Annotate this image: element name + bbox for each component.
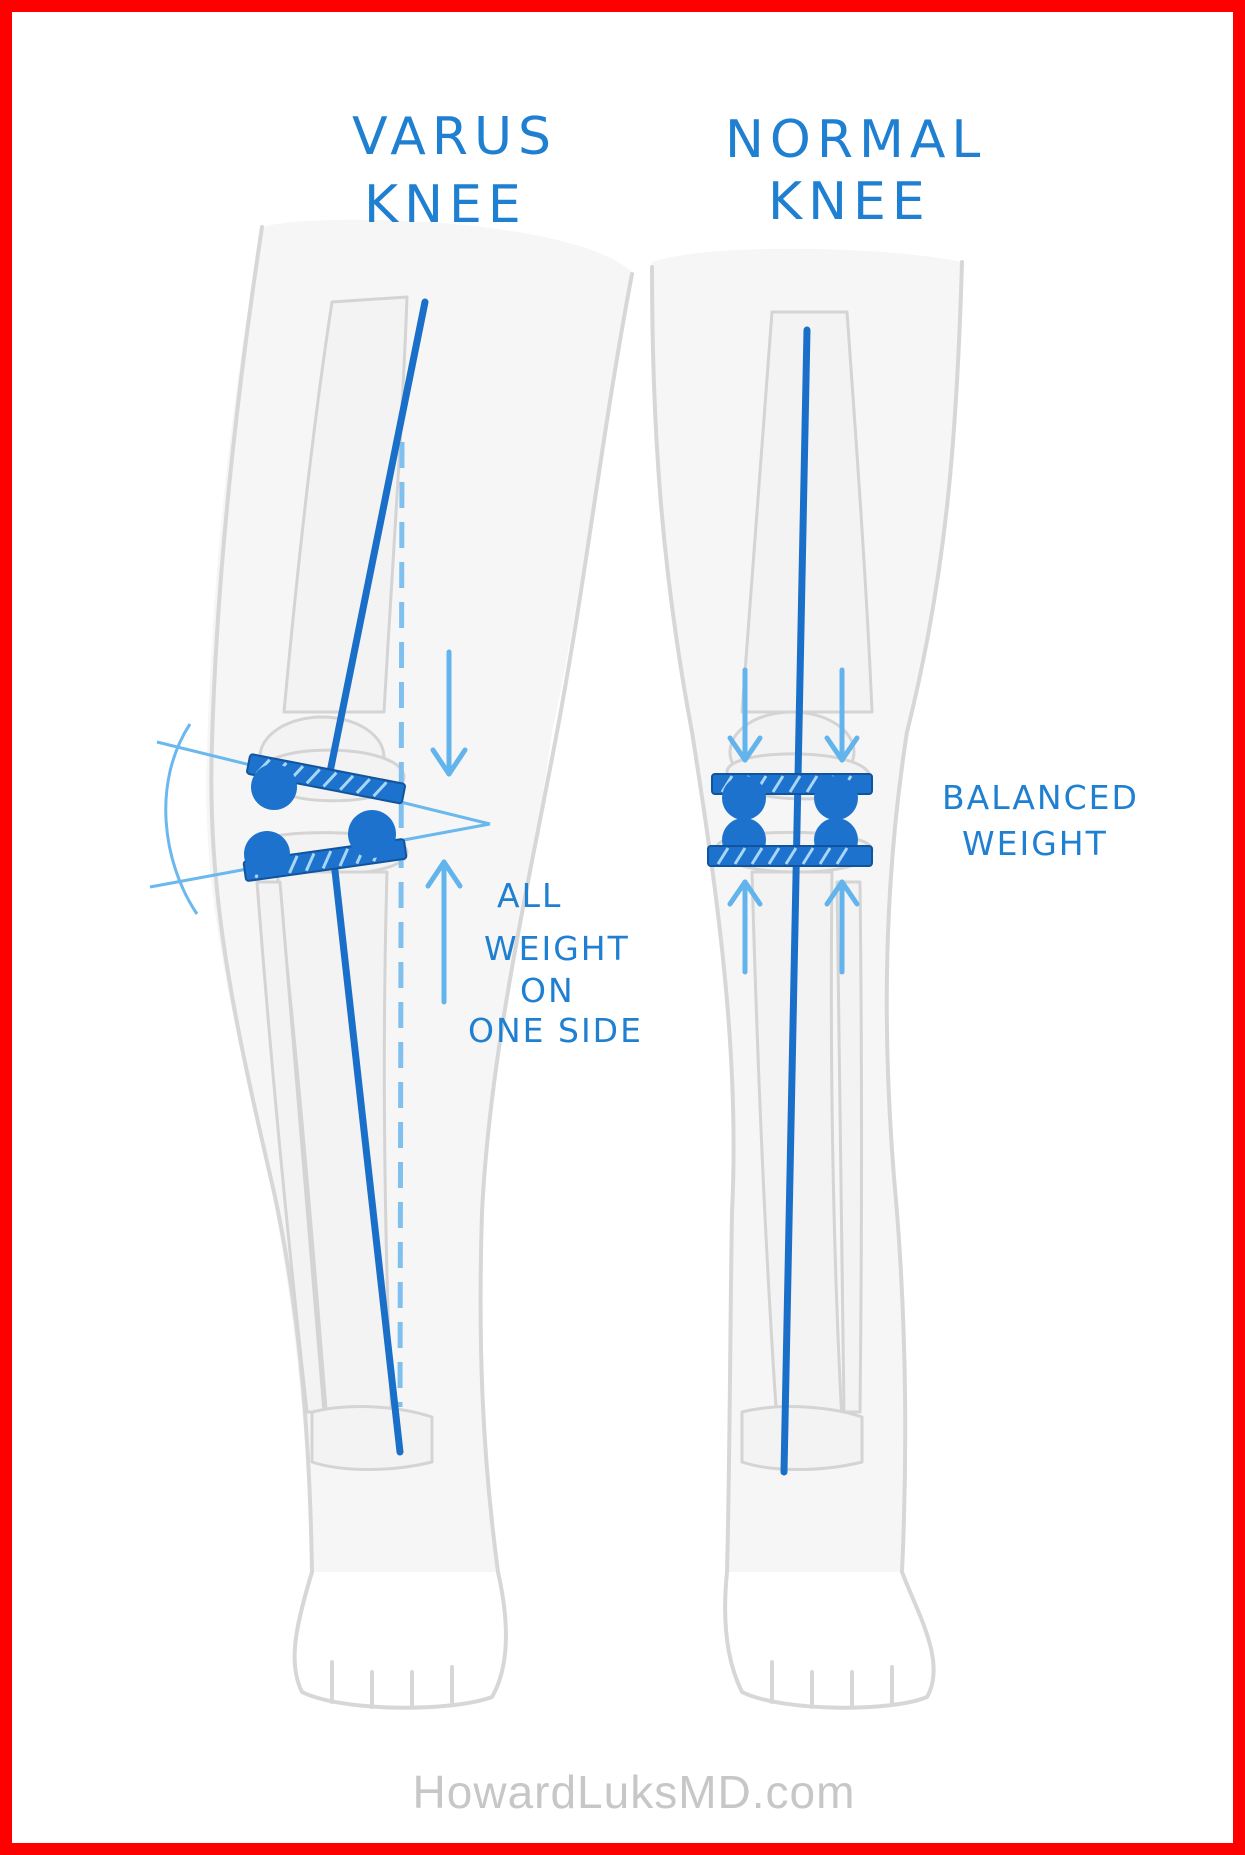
all-weight-line3: ON: [520, 971, 575, 1010]
balanced-weight-line2: WEIGHT: [962, 824, 1108, 863]
varus-down-arrow-head: [430, 747, 468, 777]
varus-upper-plate: [246, 753, 406, 805]
normal-upper-medial-condyle: [722, 776, 766, 820]
normal-down-arrow-left-head: [727, 735, 763, 763]
normal-down-arrow-right: [824, 667, 860, 763]
normal-leg-inner-outline: [884, 260, 964, 1574]
normal-down-arrow-right-head: [824, 735, 860, 763]
normal-toes: [770, 1660, 894, 1709]
normal-up-arrow-left-head: [727, 879, 763, 907]
normal-upper-lateral-condyle: [814, 776, 858, 820]
varus-ankle: [310, 1405, 434, 1471]
varus-upper-medial-condyle: [251, 764, 297, 810]
normal-lower-plate-hatch: [716, 847, 849, 865]
varus-angle-arc: [164, 723, 199, 915]
varus-title-line1: VARUS: [352, 107, 557, 167]
normal-mechanical-axis: [780, 326, 811, 1476]
varus-up-arrow: [425, 859, 463, 1005]
normal-down-arrow-left: [727, 667, 763, 763]
varus-title-line2: KNEE: [364, 175, 527, 235]
varus-toes: [330, 1660, 454, 1709]
normal-leg: [650, 248, 964, 1710]
balanced-weight-line1: BALANCED: [942, 778, 1139, 817]
normal-lower-plate: [707, 845, 873, 867]
all-weight-line4: ONE SIDE: [468, 1011, 643, 1050]
varus-foot-outline: [292, 1570, 508, 1710]
normal-foot-outline: [723, 1570, 936, 1710]
normal-up-arrow-right-head: [824, 879, 860, 907]
normal-up-arrow-right: [824, 879, 860, 975]
varus-neutral-axis-dashed: [397, 441, 405, 1408]
knee-alignment-diagram: VARUS KNEE NORMAL KNEE ALL WEIGHT ON ONE…: [149, 107, 1139, 1818]
normal-title-line1: NORMAL: [725, 110, 986, 170]
normal-leg-outer-outline: [650, 265, 736, 1574]
normal-ankle: [740, 1405, 864, 1471]
varus-down-arrow: [430, 649, 468, 777]
normal-title-line2: KNEE: [768, 172, 931, 232]
varus-up-arrow-head: [425, 859, 463, 889]
footer-site: HowardLuksMD.com: [413, 1766, 856, 1818]
all-weight-line2: WEIGHT: [484, 929, 630, 968]
varus-lower-lateral-condyle: [348, 810, 396, 858]
varus-lower-medial-condyle: [244, 831, 290, 877]
normal-fibula: [835, 880, 863, 1414]
varus-upper-plate-bar: [246, 753, 406, 805]
varus-leg-inner-outline: [478, 272, 634, 1574]
all-weight-line1: ALL: [497, 876, 562, 915]
normal-up-arrow-left: [727, 879, 763, 975]
varus-tibial-axis: [330, 858, 404, 1456]
normal-femur: [740, 310, 874, 714]
varus-femoral-axis: [326, 298, 429, 776]
